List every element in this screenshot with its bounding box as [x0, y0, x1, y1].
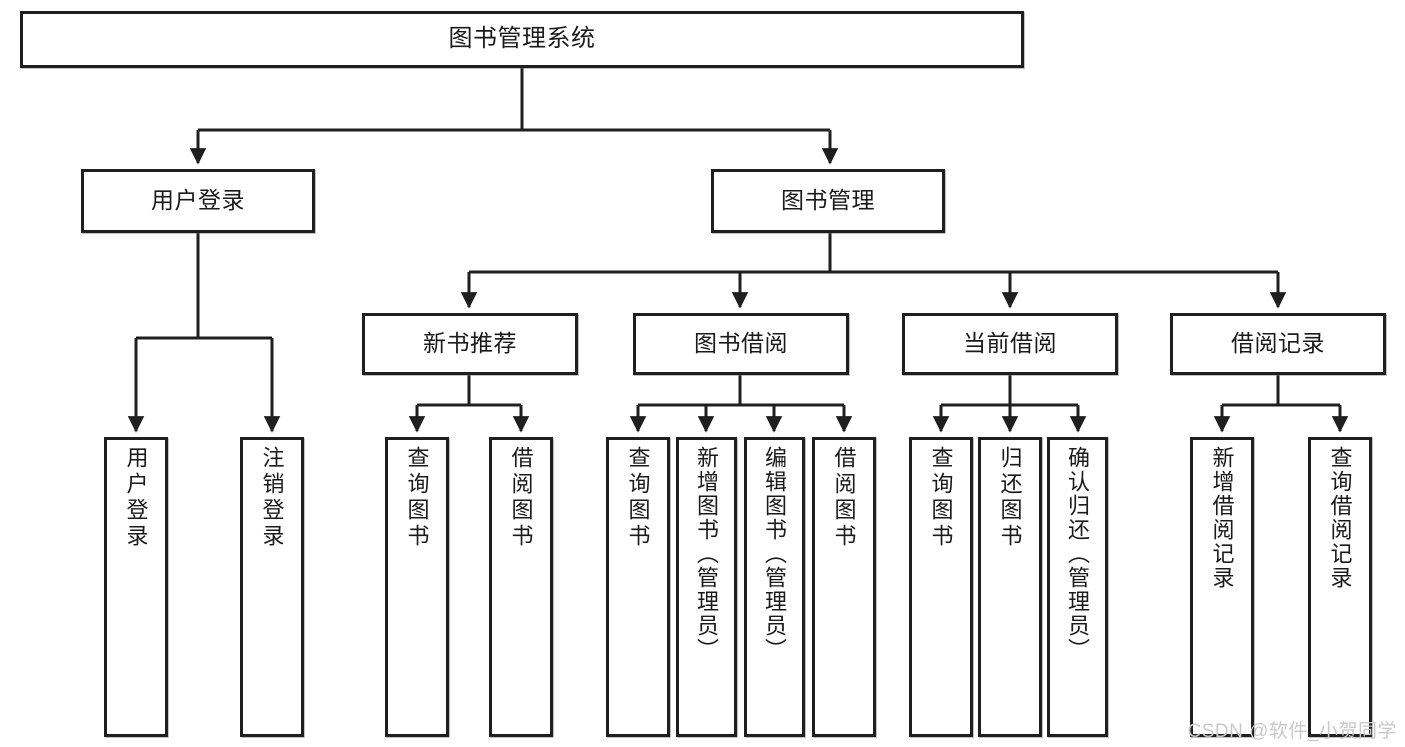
leaf-current-borrow-confirm-return-admin[interactable]: 确认归还（管理员） — [1047, 437, 1108, 737]
leaf-borrow-book-edit-book-admin[interactable]: 编辑图书（管理员） — [744, 437, 805, 737]
node-label: 用户登录 — [151, 187, 245, 214]
node-label: 借阅图书 — [831, 446, 857, 550]
node-label: 查询借阅记录 — [1327, 446, 1353, 590]
leaf-user-login-logout[interactable]: 注销登录 — [240, 437, 304, 737]
node-label: 借阅图书 — [508, 446, 534, 550]
leaf-current-borrow-return-book[interactable]: 归还图书 — [978, 437, 1042, 737]
node-label: 图书管理系统 — [448, 25, 596, 53]
node-book-borrow[interactable]: 图书借阅 — [633, 313, 849, 375]
leaf-borrow-book-borrow-book[interactable]: 借阅图书 — [812, 437, 876, 737]
node-label: 查询图书 — [625, 446, 651, 550]
leaf-new-book-borrow-book[interactable]: 借阅图书 — [489, 437, 553, 737]
leaf-new-book-query-book[interactable]: 查询图书 — [385, 437, 449, 737]
leaf-borrow-book-query-book[interactable]: 查询图书 — [606, 437, 670, 737]
node-label: 新书推荐 — [423, 330, 517, 357]
node-label: 新增图书（管理员） — [694, 446, 720, 662]
node-label: 注销登录 — [259, 446, 285, 550]
node-label: 借阅记录 — [1231, 330, 1325, 357]
node-label: 归还图书 — [997, 446, 1023, 550]
node-user-login[interactable]: 用户登录 — [81, 169, 315, 233]
leaf-borrow-book-add-book-admin[interactable]: 新增图书（管理员） — [676, 437, 737, 737]
watermark: CSDN @软件_小贺同学 — [1187, 721, 1397, 742]
node-label: 用户登录 — [123, 446, 149, 550]
node-label: 确认归还（管理员） — [1065, 446, 1091, 662]
leaf-borrow-record-add-record[interactable]: 新增借阅记录 — [1190, 437, 1254, 737]
node-borrow-record[interactable]: 借阅记录 — [1170, 313, 1386, 375]
node-label: 编辑图书（管理员） — [762, 446, 788, 662]
node-label: 查询图书 — [404, 446, 430, 550]
leaf-user-login-login[interactable]: 用户登录 — [104, 437, 168, 737]
leaf-current-borrow-query-book[interactable]: 查询图书 — [909, 437, 973, 737]
node-book-management[interactable]: 图书管理 — [711, 169, 945, 233]
node-current-borrow[interactable]: 当前借阅 — [902, 313, 1118, 375]
node-root-book-management-system[interactable]: 图书管理系统 — [20, 11, 1024, 68]
node-label: 图书管理 — [781, 187, 875, 214]
node-new-book-recommend[interactable]: 新书推荐 — [362, 313, 578, 375]
leaf-borrow-record-query-record[interactable]: 查询借阅记录 — [1308, 437, 1372, 737]
node-label: 当前借阅 — [963, 330, 1057, 357]
node-label: 查询图书 — [928, 446, 954, 550]
node-label: 新增借阅记录 — [1209, 446, 1235, 590]
node-label: 图书借阅 — [694, 330, 788, 357]
